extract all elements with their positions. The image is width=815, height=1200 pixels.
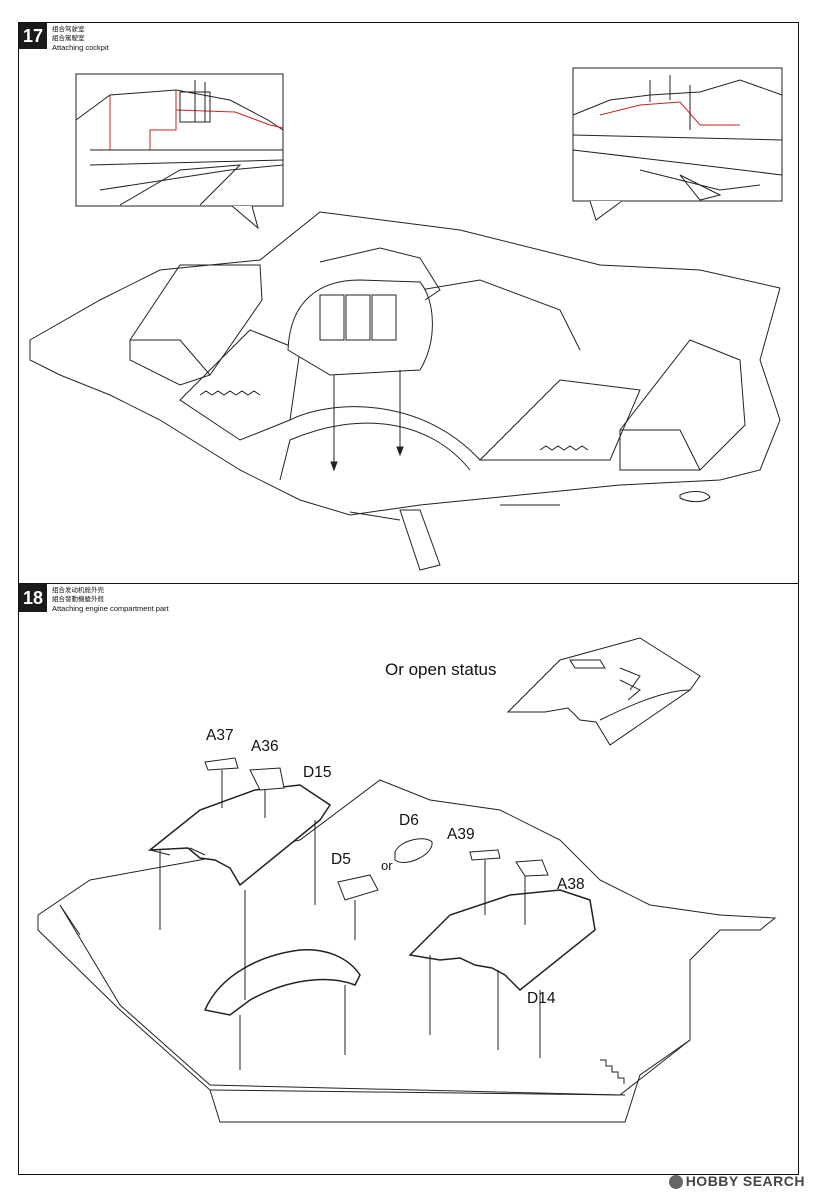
watermark: HOBBY SEARCH	[668, 1173, 805, 1190]
watermark-text: HOBBY SEARCH	[685, 1173, 805, 1189]
hull-step17	[29, 211, 781, 571]
part-label-a37: A37	[206, 727, 234, 744]
step-caption: 组合驾驶室 組合駕駛室 Attaching cockpit	[52, 25, 109, 52]
part-label-d5: D5	[331, 851, 351, 868]
watermark-logo-icon	[668, 1175, 683, 1190]
detail-inset-right	[572, 67, 783, 221]
or-label: or	[381, 858, 393, 873]
step-number: 17	[19, 23, 47, 49]
part-label-a36: A36	[251, 738, 279, 755]
part-label-a39: A39	[447, 826, 475, 843]
caption-cn-traditional: 組合駕駛室	[52, 34, 85, 42]
part-label-d6: D6	[399, 812, 419, 829]
detail-inset-left	[75, 73, 284, 230]
caption-cn-simplified: 组合发动机舱外壳	[52, 586, 104, 594]
part-label-a38: A38	[557, 876, 585, 893]
open-status-label: Or open status	[385, 660, 497, 679]
caption-cn-traditional: 組合發動機艙外殼	[52, 595, 104, 603]
part-label-d15: D15	[303, 764, 332, 781]
hull-step18	[37, 757, 777, 1123]
caption-en: Attaching cockpit	[52, 43, 109, 52]
caption-cn-simplified: 组合驾驶室	[52, 25, 85, 33]
open-status-cover	[506, 637, 701, 746]
caption-en: Attaching engine compartment part	[52, 604, 169, 613]
step-number: 18	[19, 584, 47, 612]
step-caption: 组合发动机舱外壳 組合發動機艙外殼 Attaching engine compa…	[52, 586, 169, 613]
part-label-d14: D14	[527, 990, 556, 1007]
